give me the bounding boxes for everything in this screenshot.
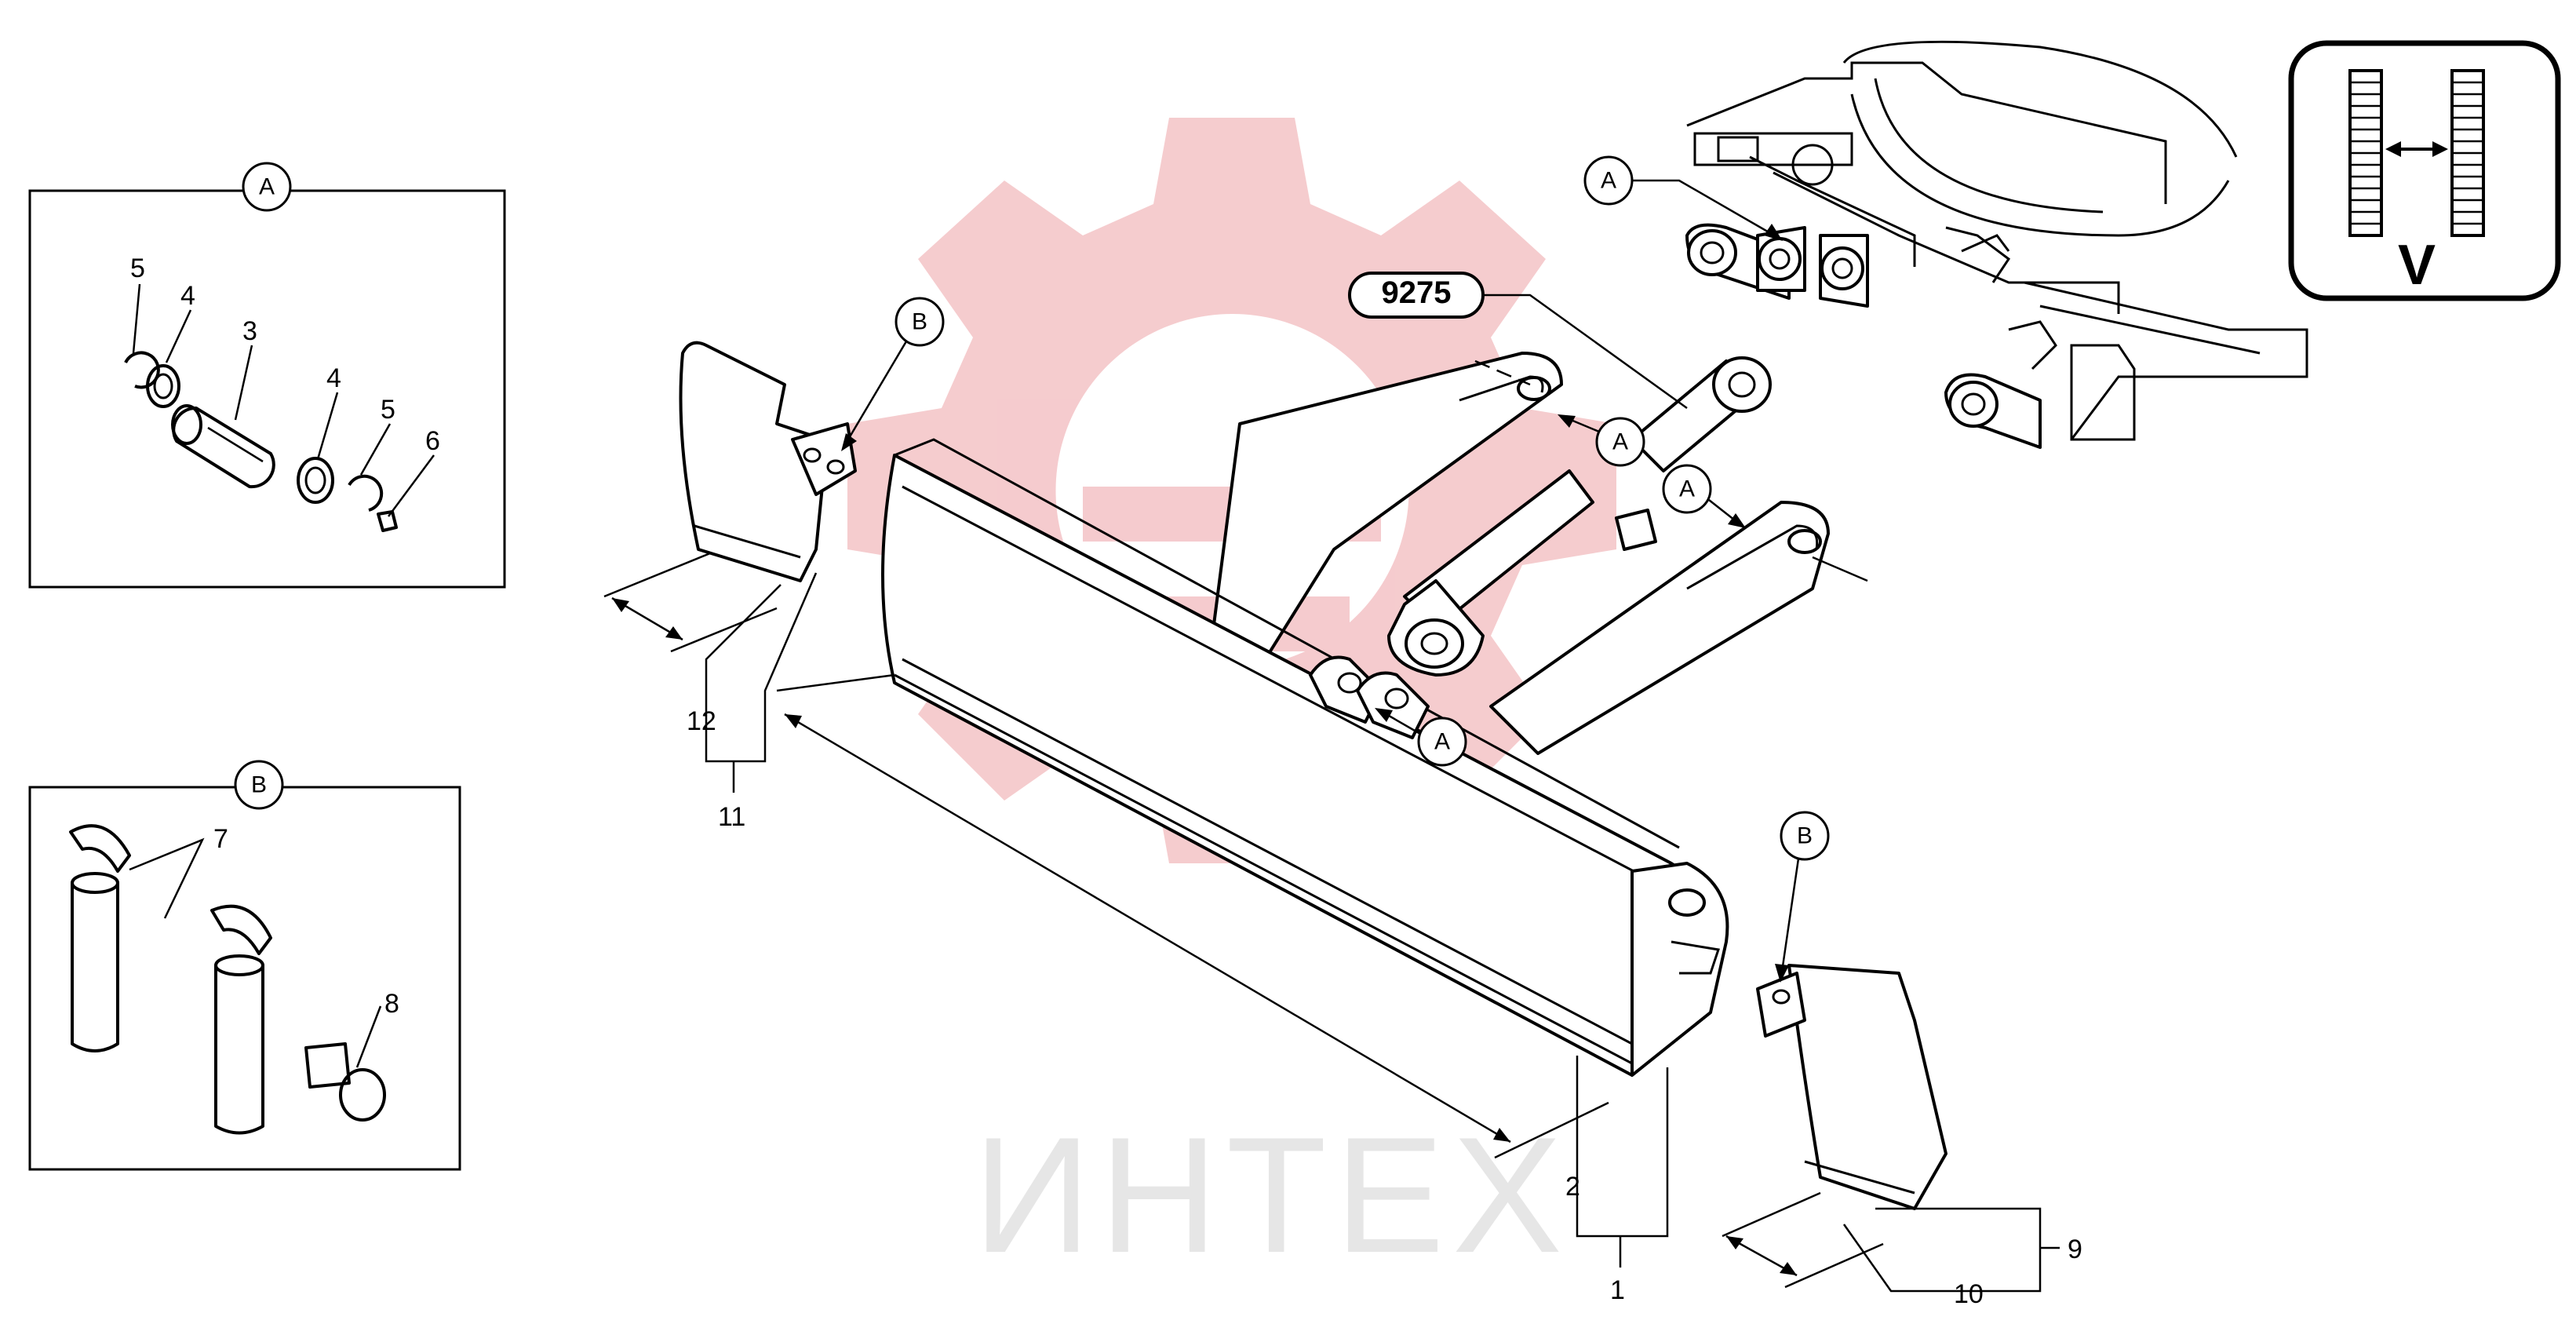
marker-b-1: B (912, 309, 927, 335)
marker-a-2: A (1612, 429, 1628, 455)
callout-6: 6 (425, 426, 440, 456)
double-arrow-icon (2385, 141, 2448, 157)
markers: A A A A B B (841, 155, 1830, 983)
reference-code-text: 9275 (1382, 275, 1452, 310)
orientation-letter: V (2398, 234, 2436, 297)
callout-4a: 4 (180, 281, 195, 311)
marker-a-4: A (1434, 729, 1450, 755)
marker-a-1: A (1601, 168, 1616, 194)
main-callouts: 12 11 2 1 9 10 (687, 572, 2082, 1309)
callout-7: 7 (213, 824, 228, 854)
callout-4b: 4 (326, 363, 341, 393)
callout-5a: 5 (130, 254, 145, 283)
track-left-icon (2348, 69, 2383, 237)
callout-1: 1 (1610, 1275, 1625, 1305)
right-end-bit (1756, 964, 1947, 1210)
callout-11: 11 (718, 802, 745, 832)
callout-9: 9 (2068, 1235, 2082, 1264)
callout-10: 10 (1954, 1279, 1984, 1309)
detail-b-tag: B (251, 772, 267, 798)
detail-b-callouts: 7 8 (129, 824, 399, 1068)
machine-undercarriage (1685, 40, 2308, 449)
marker-a-3: A (1679, 476, 1695, 502)
callout-3: 3 (242, 316, 257, 346)
callout-2: 2 (1565, 1172, 1580, 1202)
detail-a-tag: A (259, 174, 275, 200)
track-right-icon (2450, 69, 2485, 237)
detail-a-callouts: 5 4 3 4 5 6 (130, 254, 440, 517)
blade-assembly (881, 352, 1868, 1077)
detail-b-box: B 7 8 (28, 760, 461, 1171)
watermark-text: ИНТЕХ (973, 1103, 1570, 1287)
callout-8: 8 (384, 989, 399, 1019)
callout-5b: 5 (381, 395, 395, 425)
marker-b-2: B (1797, 823, 1813, 849)
dimension-lines (603, 552, 1884, 1289)
reference-code: 9275 (1348, 272, 1688, 410)
orientation-badge: V (2288, 40, 2561, 301)
callout-12: 12 (687, 706, 716, 736)
left-end-bit (679, 341, 857, 582)
detail-a-box: A 5 4 3 4 5 6 (28, 162, 506, 589)
